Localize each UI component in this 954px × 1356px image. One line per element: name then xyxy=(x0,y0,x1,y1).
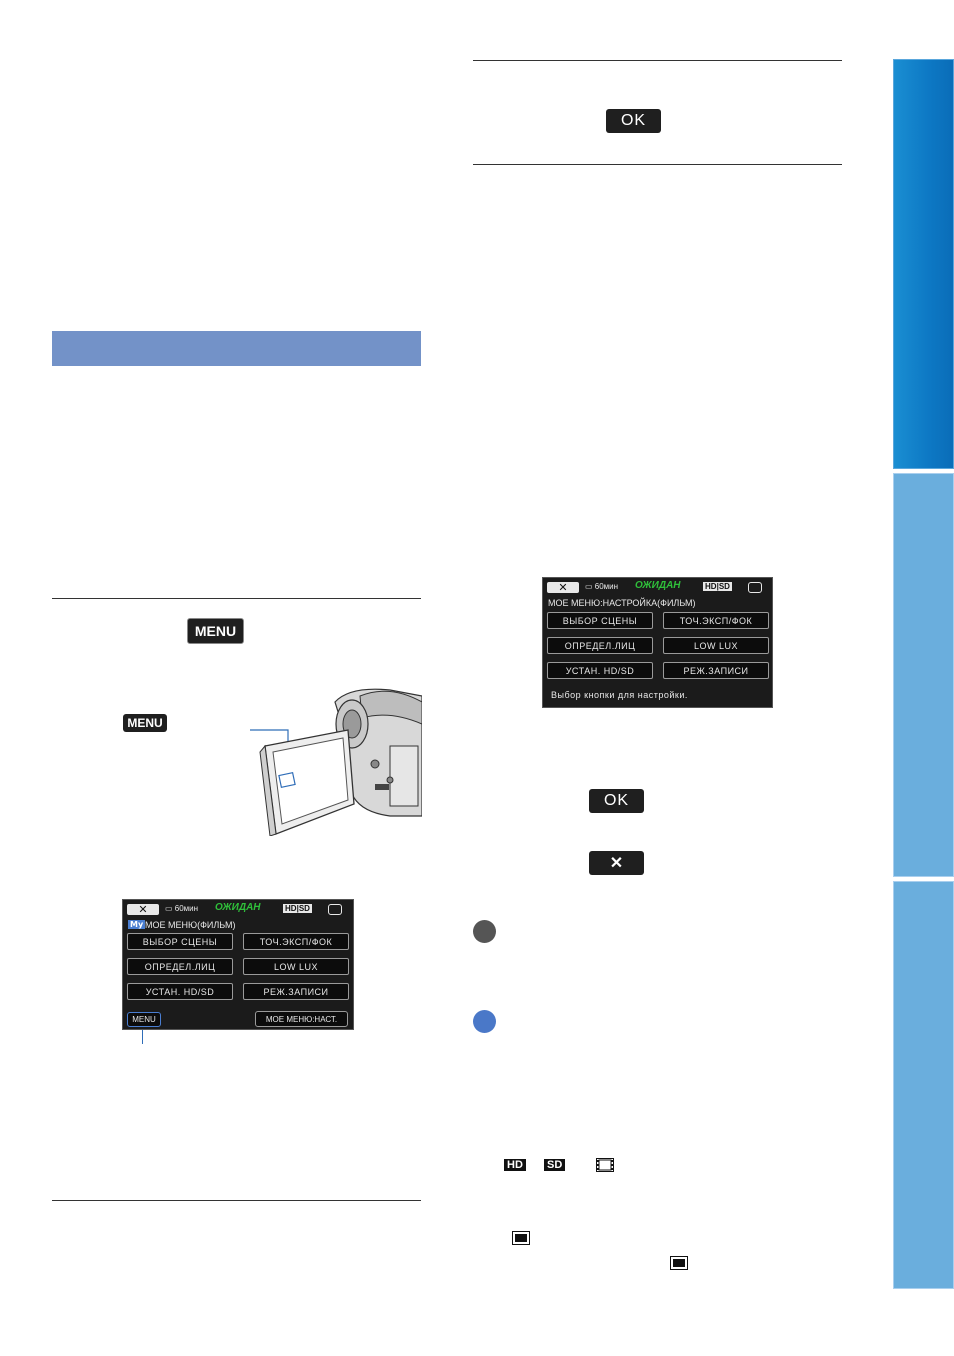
side-tab-2[interactable] xyxy=(893,473,954,877)
my-badge: My xyxy=(128,920,146,929)
sd-icon: SD xyxy=(544,1159,566,1171)
lcd-btn-3: ОПРЕДЕЛ.ЛИЦ xyxy=(547,637,653,654)
lcd-hint: Выбор кнопки для настройки. xyxy=(551,690,688,700)
menu-button-icon: MENU xyxy=(187,618,244,644)
lcd-btn-5: УСТАН. HD/SD xyxy=(547,662,653,679)
close-button-icon: ✕ xyxy=(589,851,644,875)
lcd-title: МОЕ МЕНЮ:НАСТРОЙКА(ФИЛЬМ) xyxy=(548,598,696,608)
lcd-btn-4: LOW LUX xyxy=(663,637,769,654)
rule-right-2 xyxy=(473,164,842,165)
rule-left-2 xyxy=(52,1200,421,1201)
rule-top-right xyxy=(473,60,842,61)
lcd-btn-2: ТОЧ.ЭКСП/ФОК xyxy=(243,933,349,950)
bullet-blue xyxy=(473,1010,496,1033)
lcd-screen-settings: ✕ ▭ 60мин ОЖИДАН HD|SD МОЕ МЕНЮ:НАСТРОЙК… xyxy=(542,577,773,708)
format-hd-icon: HD|SD xyxy=(703,582,732,591)
battery-indicator: ▭ 60мин xyxy=(165,904,199,913)
lcd-menu-key: MENU xyxy=(127,1012,161,1027)
status-standby: ОЖИДАН xyxy=(635,580,681,591)
side-tab-3[interactable] xyxy=(893,881,954,1289)
close-icon: ✕ xyxy=(127,903,159,916)
close-icon: ✕ xyxy=(547,581,579,594)
lcd-btn-6: РЕЖ.ЗАПИСИ xyxy=(663,662,769,679)
ok-button-icon: OK xyxy=(606,109,661,133)
lcd-screen-my-menu: ✕ ▭ 60мин ОЖИДАН HD|SD My МОЕ МЕНЮ(ФИЛЬМ… xyxy=(122,899,354,1030)
bullet-dark xyxy=(473,920,496,943)
section-heading-bar xyxy=(52,331,421,366)
lcd-btn-2: ТОЧ.ЭКСП/ФОК xyxy=(663,612,769,629)
rule-left-1 xyxy=(52,598,421,599)
lcd-btn-3: ОПРЕДЕЛ.ЛИЦ xyxy=(127,958,233,975)
memory-card-icon xyxy=(328,904,342,915)
lcd-btn-4: LOW LUX xyxy=(243,958,349,975)
battery-indicator: ▭ 60мин xyxy=(585,582,619,591)
screen-icon xyxy=(512,1231,530,1245)
hd-icon: HD xyxy=(504,1159,526,1171)
lcd-btn-5: УСТАН. HD/SD xyxy=(127,983,233,1000)
callout-line xyxy=(142,1030,143,1044)
lcd-title: МОЕ МЕНЮ(ФИЛЬМ) xyxy=(145,920,236,930)
memory-card-icon xyxy=(748,582,762,593)
side-tab-1[interactable] xyxy=(893,59,954,469)
ok-button-icon-2: OK xyxy=(589,789,644,813)
lcd-btn-6: РЕЖ.ЗАПИСИ xyxy=(243,983,349,1000)
screen-icon-2 xyxy=(670,1256,688,1270)
format-hd-icon: HD|SD xyxy=(283,904,312,913)
lcd-footer-button: МОЕ МЕНЮ:НАСТ. xyxy=(255,1011,348,1027)
film-icon xyxy=(596,1158,614,1172)
status-standby: ОЖИДАН xyxy=(215,902,261,913)
lcd-btn-1: ВЫБОР СЦЕНЫ xyxy=(127,933,233,950)
menu-small-icon: MENU xyxy=(123,714,167,732)
lcd-btn-1: ВЫБОР СЦЕНЫ xyxy=(547,612,653,629)
camcorder-illustration xyxy=(250,688,422,836)
